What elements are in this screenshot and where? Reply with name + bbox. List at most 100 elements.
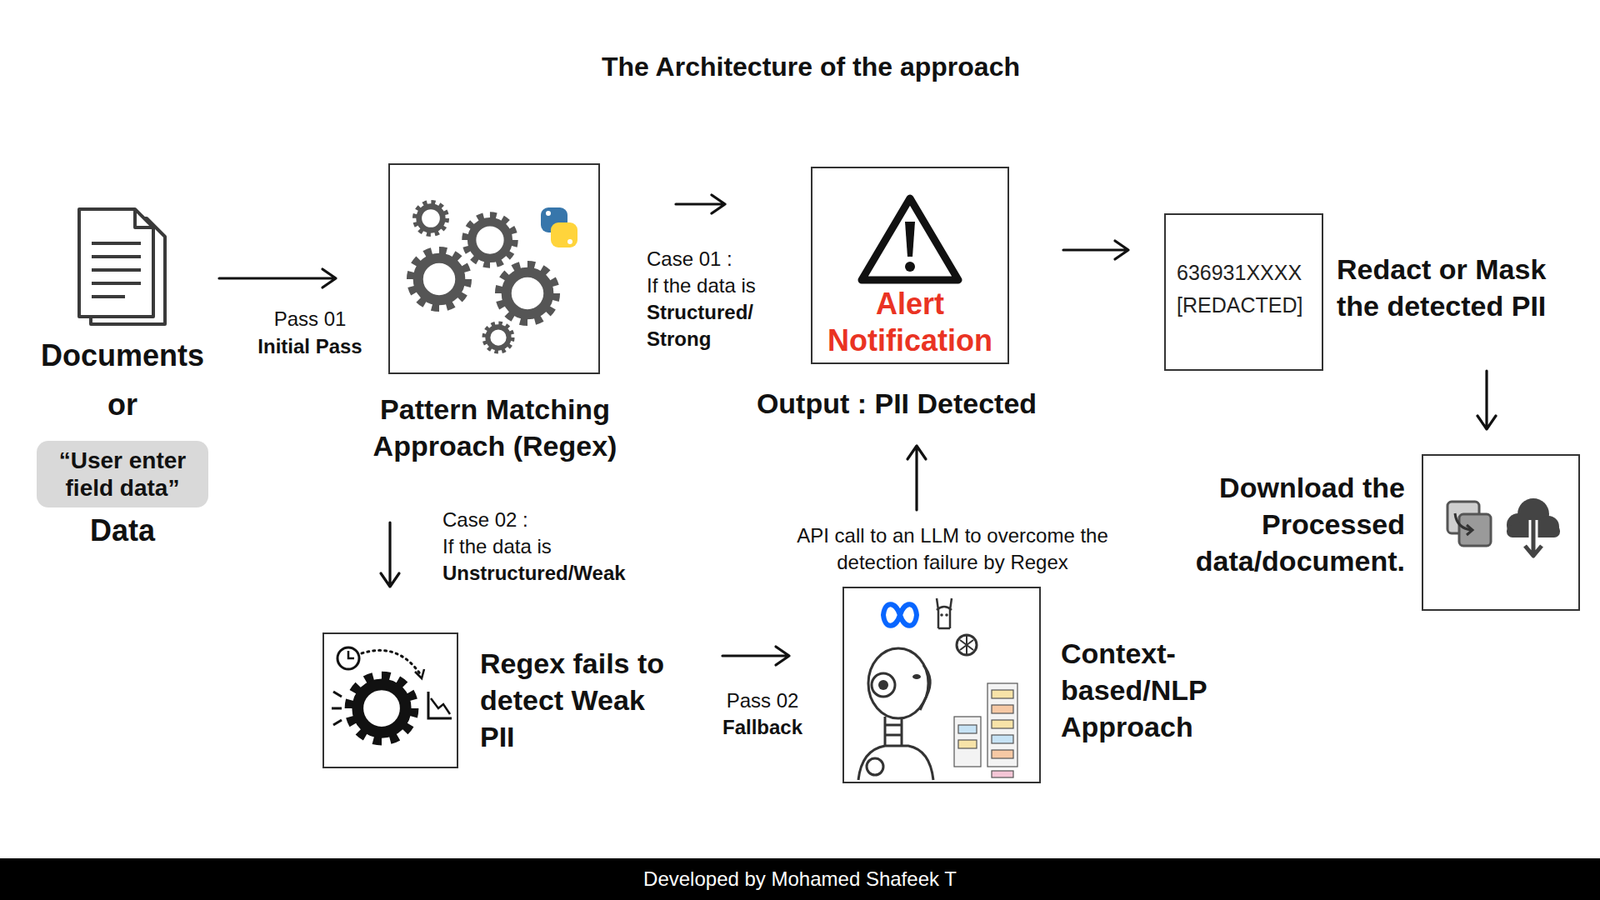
- document-icon: [79, 209, 165, 325]
- node-frame: [1164, 213, 1324, 371]
- llm-illustration: [912, 674, 921, 680]
- document-icon: [135, 209, 154, 228]
- node-frame: [842, 586, 1041, 784]
- warning-triangle: [905, 261, 915, 272]
- llm-illustration: [858, 598, 1018, 780]
- flow-arrow: [907, 445, 926, 510]
- node-frame: [322, 632, 459, 769]
- llm-illustration: [866, 758, 884, 775]
- document-icon: [91, 243, 141, 297]
- llm-illustration: [940, 613, 944, 617]
- llm-illustration: [956, 635, 977, 655]
- regex-failure-icon: [349, 675, 415, 741]
- credit-caption: Developed by Mohamed Shafeek T: [425, 867, 1175, 891]
- python-logo: [545, 210, 551, 216]
- llm-illustration: [954, 683, 1018, 778]
- case-label: If the data is: [646, 272, 789, 300]
- edge-note: API call to an LLM to overcome the detec…: [790, 522, 1115, 576]
- case-label: Case 01 :: [646, 245, 772, 273]
- llm-illustration: [987, 683, 1018, 767]
- llm-illustration: [878, 680, 889, 690]
- regex-stage: Pattern Matching Approach (Regex): [345, 163, 645, 465]
- source-heading: Documents: [30, 338, 215, 374]
- warning-triangle: [861, 198, 959, 280]
- redact-stage: 636931XXXX [REDACTED] Redact or Mask the d…: [1164, 213, 1579, 371]
- gears-icon: [499, 265, 556, 322]
- llm-illustration: [945, 613, 949, 617]
- regex-failure-icon: [428, 691, 452, 719]
- pill-text: “User enter field data”: [36, 446, 209, 502]
- flow-arrow: [722, 646, 790, 665]
- pass-label: Fallback: [712, 715, 813, 740]
- case-label: If the data is: [442, 533, 585, 560]
- python-logo: [540, 207, 578, 248]
- llm-illustration: [958, 725, 977, 734]
- diagram-title: The Architecture of the approach: [435, 50, 1186, 83]
- llm-illustration: [960, 635, 974, 655]
- pass-label: Initial Pass: [243, 335, 377, 359]
- stage-heading: Download the Processed data/document.: [1155, 469, 1405, 580]
- llm-illustration: [883, 604, 917, 626]
- masked-value: 636931XXXX: [1176, 260, 1319, 285]
- flow-arrow: [1477, 370, 1496, 430]
- connector-word: or: [30, 387, 215, 423]
- regex-failure-icon: [361, 650, 421, 675]
- input-source: “User enter field data” Documents orData: [30, 208, 215, 549]
- llm-illustration: [868, 648, 929, 719]
- masked-value: [REDACTED]: [1176, 293, 1319, 317]
- gears-icon: [410, 250, 468, 308]
- llm-illustration: [920, 665, 930, 710]
- download-icons: [1447, 498, 1560, 556]
- flow-arrow: [675, 195, 725, 214]
- stage-heading: Output : PII Detected: [738, 385, 1055, 422]
- pass-label: Pass 01: [251, 307, 369, 331]
- gears-icon: [465, 215, 515, 265]
- gears-icon: [410, 202, 556, 352]
- llm-illustration: [871, 673, 895, 697]
- case-label: Unstructured/Weak: [442, 560, 660, 587]
- flow-arrow: [380, 522, 400, 587]
- regex-failure-icon: [331, 647, 452, 741]
- regex-failure-icon: [430, 698, 450, 715]
- regex-failure-stage: Regex fails to detect Weak PII: [322, 632, 676, 769]
- llm-illustration: [991, 720, 1014, 729]
- llm-stage: Context-based/NLP Approach: [842, 586, 1240, 784]
- warning-triangle: [905, 221, 915, 257]
- flow-arrow: [219, 269, 336, 288]
- node-frame: [1421, 454, 1580, 611]
- alert-stage: Alert NotificationOutput : PII Detected: [738, 166, 1055, 422]
- regex-failure-icon: [337, 647, 360, 670]
- llm-illustration: [958, 740, 977, 749]
- download-icons: [1466, 525, 1473, 535]
- llm-illustration: [885, 716, 902, 746]
- stage-heading: Redact or Mask the detected PII: [1336, 250, 1579, 325]
- warning-triangle: [861, 198, 959, 280]
- gears-icon: [415, 202, 447, 235]
- source-heading: Data: [30, 513, 215, 549]
- gears-icon: [484, 323, 513, 352]
- llm-illustration: [936, 598, 952, 629]
- alert-text: Alert Notification: [810, 285, 1010, 360]
- python-logo: [550, 222, 578, 248]
- llm-illustration: [991, 705, 1014, 714]
- stage-heading: Regex fails to detect Weak PII: [480, 645, 676, 755]
- input-pill: “User enter field data”: [36, 440, 209, 508]
- regex-failure-icon: [348, 650, 355, 659]
- regex-failure-icon: [415, 669, 425, 679]
- flow-arrow: [1063, 240, 1129, 260]
- case-label: Case 02 :: [442, 506, 568, 534]
- stage-heading: Context-based/NLP Approach: [1060, 635, 1240, 745]
- llm-illustration: [954, 716, 981, 767]
- llm-illustration: [991, 750, 1014, 759]
- stage-heading: Pattern Matching Approach (Regex): [345, 390, 645, 465]
- regex-failure-icon: [331, 691, 342, 725]
- document-icon: [79, 209, 154, 317]
- case-label: Structured/ Strong: [646, 299, 764, 353]
- llm-illustration: [991, 690, 1014, 699]
- llm-illustration: [858, 745, 934, 780]
- download-stage: Download the Processed data/document.: [1155, 454, 1580, 611]
- download-icons: [1525, 520, 1542, 556]
